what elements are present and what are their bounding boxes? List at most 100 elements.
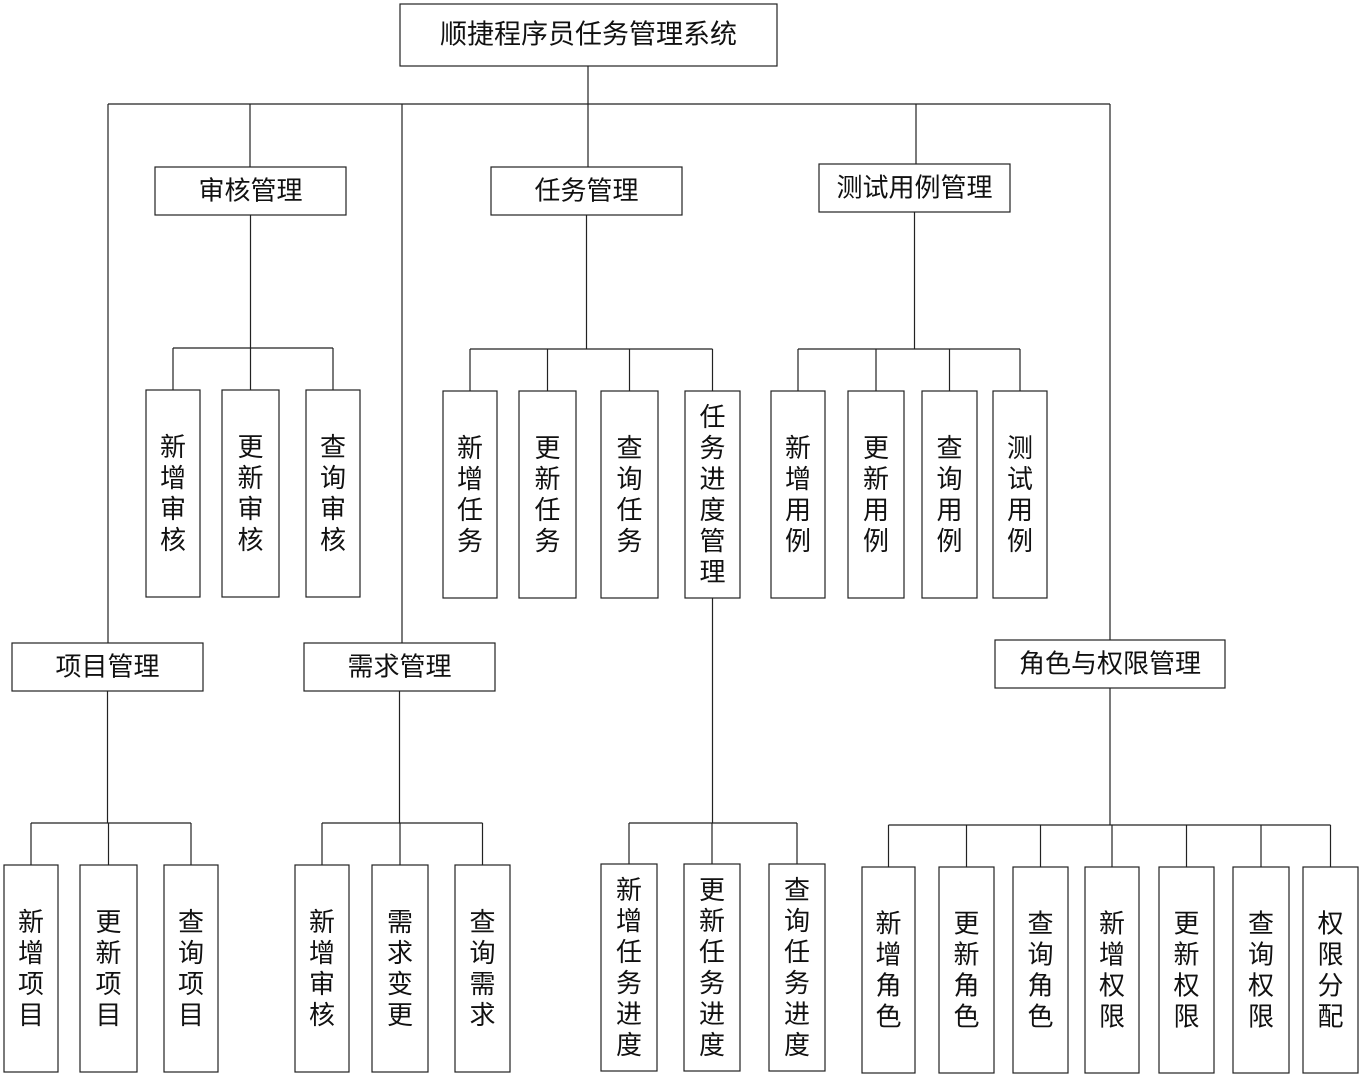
leaf-task-3-label: 任务进度管理 bbox=[699, 403, 725, 588]
leaf-testcase-3-box bbox=[992, 390, 1048, 599]
leaf-project-0-label: 新增项目 bbox=[18, 908, 44, 1031]
leaf-review-0-label: 新增审核 bbox=[160, 433, 186, 556]
leaf-progress-0-box bbox=[600, 863, 658, 1072]
root-node-box bbox=[399, 3, 778, 67]
leaf-role-0-label: 新增角色 bbox=[875, 910, 901, 1033]
leaf-progress-0-label: 新增任务进度 bbox=[616, 876, 642, 1061]
module-role: 角色与权限管理 bbox=[994, 639, 1226, 689]
leaf-review-2-box bbox=[305, 389, 361, 598]
module-role-label: 角色与权限管理 bbox=[1019, 650, 1201, 680]
leaf-project-1-box bbox=[79, 864, 138, 1073]
module-testcase-label: 测试用例管理 bbox=[836, 174, 992, 204]
module-task-label: 任务管理 bbox=[534, 177, 638, 207]
leaf-role-6-box bbox=[1302, 866, 1359, 1074]
module-testcase-box bbox=[818, 163, 1011, 213]
root-node: 顺捷程序员任务管理系统 bbox=[399, 3, 778, 67]
leaf-task-2-box bbox=[600, 390, 659, 599]
leaf-role-2-box bbox=[1012, 866, 1069, 1074]
module-task: 任务管理 bbox=[490, 166, 683, 216]
leaf-progress-1-box bbox=[683, 863, 741, 1072]
leaf-role-0: 新增角色 bbox=[861, 866, 916, 1074]
module-review-box bbox=[154, 166, 347, 216]
module-project-label: 项目管理 bbox=[55, 653, 159, 683]
leaf-testcase-2-label: 查询用例 bbox=[936, 434, 962, 557]
leaf-task-0: 新增任务 bbox=[442, 390, 498, 599]
leaf-testcase-1-box bbox=[847, 390, 905, 599]
connector-lines bbox=[30, 66, 1332, 867]
root-node-label: 顺捷程序员任务管理系统 bbox=[440, 20, 737, 51]
leaf-requirement-2-label: 查询需求 bbox=[469, 908, 495, 1031]
leaf-role-4-box bbox=[1158, 866, 1215, 1074]
leaf-role-6-label: 权限分配 bbox=[1317, 910, 1343, 1033]
leaf-task-0-box bbox=[442, 390, 498, 599]
leaf-role-5-label: 查询权限 bbox=[1248, 910, 1274, 1033]
leaf-role-4: 更新权限 bbox=[1158, 866, 1215, 1074]
leaf-role-1-box bbox=[938, 866, 995, 1074]
module-testcase: 测试用例管理 bbox=[818, 163, 1011, 213]
leaf-task-1: 更新任务 bbox=[518, 390, 577, 599]
leaf-requirement-0-label: 新增审核 bbox=[309, 908, 335, 1031]
leaf-role-4-label: 更新权限 bbox=[1173, 910, 1199, 1033]
leaf-testcase-1: 更新用例 bbox=[847, 390, 905, 599]
leaf-task-0-label: 新增任务 bbox=[457, 434, 483, 557]
leaf-progress-2: 查询任务进度 bbox=[768, 863, 826, 1072]
leaf-testcase-2-box bbox=[921, 390, 978, 599]
leaf-requirement-1-label: 需求变更 bbox=[387, 908, 413, 1031]
leaf-project-0: 新增项目 bbox=[3, 864, 59, 1073]
leaf-role-0-box bbox=[861, 866, 916, 1074]
leaf-testcase-2: 查询用例 bbox=[921, 390, 978, 599]
leaf-progress-1-label: 更新任务进度 bbox=[699, 876, 725, 1061]
leaf-review-1: 更新审核 bbox=[221, 389, 280, 598]
leaf-task-2-label: 查询任务 bbox=[616, 434, 642, 557]
leaf-review-0-box bbox=[145, 389, 201, 598]
leaf-task-3: 任务进度管理 bbox=[684, 390, 741, 599]
leaf-project-1-label: 更新项目 bbox=[95, 908, 121, 1031]
leaf-requirement-1: 需求变更 bbox=[371, 864, 429, 1073]
leaf-project-2: 查询项目 bbox=[163, 864, 219, 1073]
leaf-progress-2-box bbox=[768, 863, 826, 1072]
leaf-project-0-box bbox=[3, 864, 59, 1073]
leaf-project-1: 更新项目 bbox=[79, 864, 138, 1073]
module-review-label: 审核管理 bbox=[198, 177, 302, 207]
leaf-testcase-0-label: 新增用例 bbox=[785, 434, 811, 557]
leaf-role-2: 查询角色 bbox=[1012, 866, 1069, 1074]
module-project: 项目管理 bbox=[11, 642, 204, 692]
leaf-review-2-label: 查询审核 bbox=[320, 433, 346, 556]
leaf-role-3-box bbox=[1084, 866, 1140, 1074]
leaf-task-1-box bbox=[518, 390, 577, 599]
leaf-testcase-3-label: 测试用例 bbox=[1007, 434, 1033, 557]
leaf-role-2-label: 查询角色 bbox=[1027, 910, 1053, 1033]
leaf-role-3: 新增权限 bbox=[1084, 866, 1140, 1074]
leaf-review-1-label: 更新审核 bbox=[237, 433, 263, 556]
leaf-task-3-box bbox=[684, 390, 741, 599]
leaf-task-2: 查询任务 bbox=[600, 390, 659, 599]
leaf-requirement-2: 查询需求 bbox=[454, 864, 511, 1073]
leaf-requirement-1-box bbox=[371, 864, 429, 1073]
leaf-role-5-box bbox=[1232, 866, 1290, 1074]
leaf-role-1: 更新角色 bbox=[938, 866, 995, 1074]
module-project-box bbox=[11, 642, 204, 692]
module-requirement-box bbox=[303, 642, 496, 692]
leaf-requirement-0: 新增审核 bbox=[294, 864, 350, 1073]
module-requirement-label: 需求管理 bbox=[347, 653, 451, 683]
leaf-testcase-0: 新增用例 bbox=[770, 390, 826, 599]
diagram-nodes: 顺捷程序员任务管理系统审核管理新增审核更新审核查询审核任务管理新增任务更新任务查… bbox=[3, 3, 1359, 1074]
leaf-review-1-box bbox=[221, 389, 280, 598]
leaf-requirement-2-box bbox=[454, 864, 511, 1073]
leaf-progress-2-label: 查询任务进度 bbox=[784, 876, 810, 1061]
leaf-role-6: 权限分配 bbox=[1302, 866, 1359, 1074]
leaf-role-5: 查询权限 bbox=[1232, 866, 1290, 1074]
leaf-review-0: 新增审核 bbox=[145, 389, 201, 598]
leaf-role-3-label: 新增权限 bbox=[1099, 910, 1125, 1033]
leaf-progress-0: 新增任务进度 bbox=[600, 863, 658, 1072]
leaf-review-2: 查询审核 bbox=[305, 389, 361, 598]
leaf-testcase-3: 测试用例 bbox=[992, 390, 1048, 599]
leaf-requirement-0-box bbox=[294, 864, 350, 1073]
module-requirement: 需求管理 bbox=[303, 642, 496, 692]
leaf-project-2-box bbox=[163, 864, 219, 1073]
module-review: 审核管理 bbox=[154, 166, 347, 216]
leaf-project-2-label: 查询项目 bbox=[178, 908, 204, 1031]
module-task-box bbox=[490, 166, 683, 216]
leaf-progress-1: 更新任务进度 bbox=[683, 863, 741, 1072]
